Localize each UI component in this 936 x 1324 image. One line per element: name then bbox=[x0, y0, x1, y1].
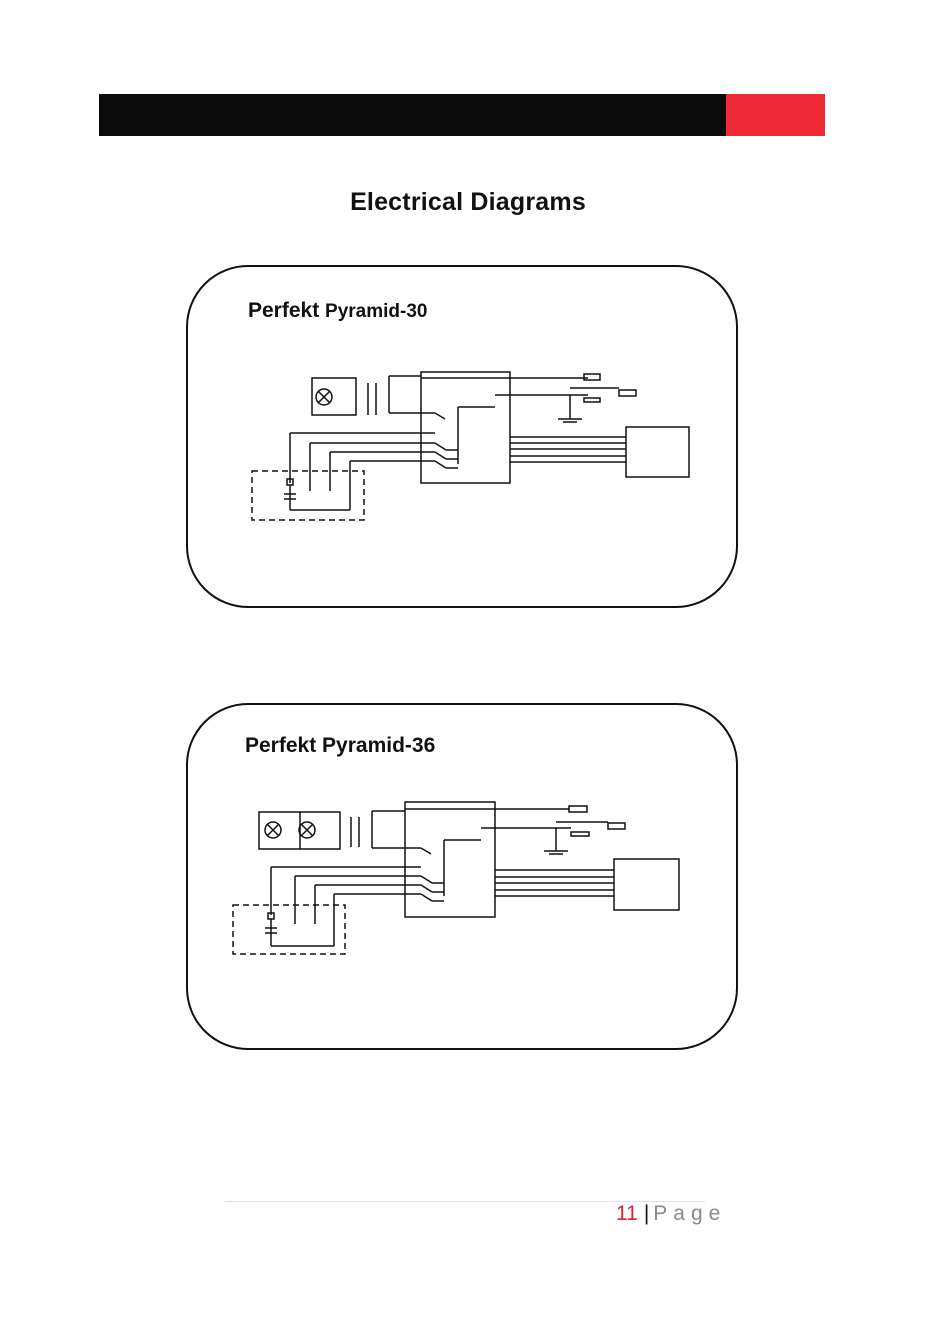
header-bar bbox=[99, 94, 726, 136]
page-title: Electrical Diagrams bbox=[0, 188, 936, 217]
switch-box bbox=[421, 372, 510, 483]
page-label: Page bbox=[653, 1202, 726, 1225]
switch-box bbox=[405, 802, 495, 917]
page-footer: 11 |Page bbox=[616, 1202, 726, 1226]
control-block bbox=[252, 471, 364, 520]
device-box bbox=[614, 859, 679, 910]
lamp-box bbox=[312, 378, 356, 415]
wiring-diagram-pyramid-36 bbox=[188, 705, 736, 1048]
device-box bbox=[626, 427, 689, 477]
page-number: 11 bbox=[616, 1202, 638, 1225]
wiring-diagram-pyramid-30 bbox=[188, 267, 736, 606]
diagram-panel-pyramid-36: Perfekt Pyramid-36 bbox=[186, 703, 738, 1050]
page-separator: | bbox=[644, 1202, 649, 1225]
header-accent-block bbox=[726, 94, 825, 136]
diagram-panel-pyramid-30: Perfekt Pyramid-30 bbox=[186, 265, 738, 608]
